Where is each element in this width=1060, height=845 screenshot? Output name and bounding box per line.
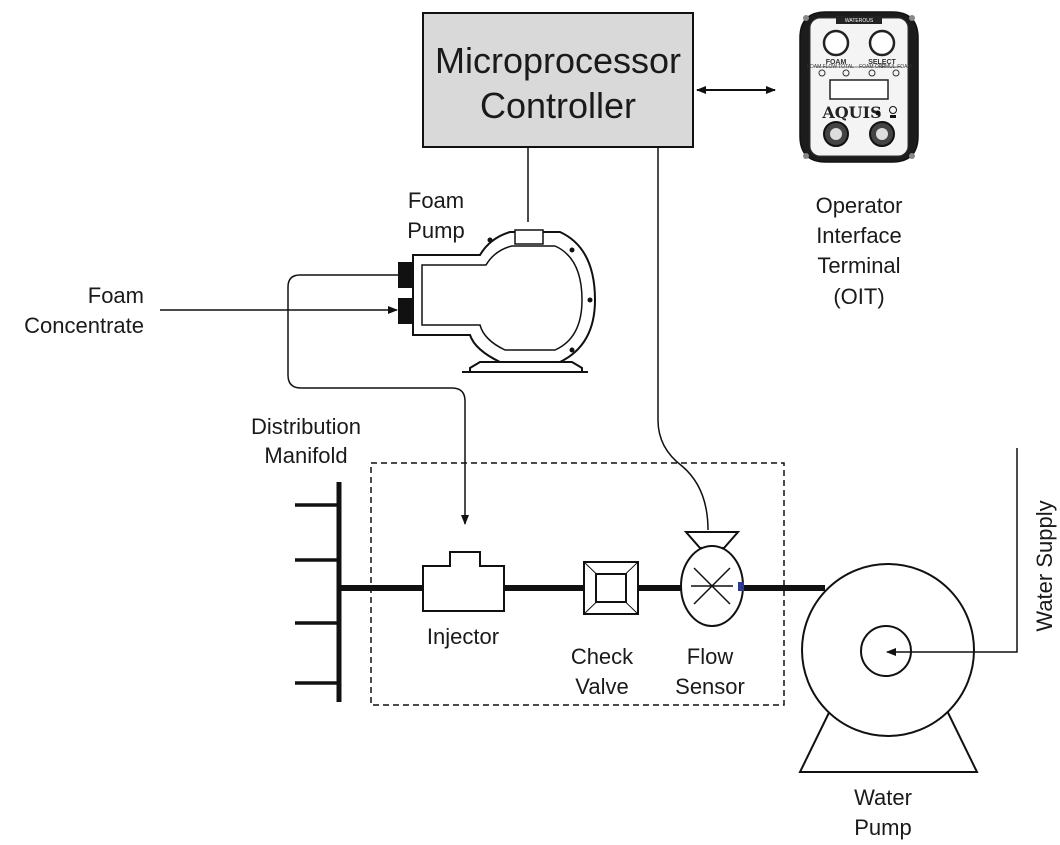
oit-connector-left-inner bbox=[830, 128, 842, 140]
controller-flowsensor-wire bbox=[657, 147, 709, 531]
oit-indicator-label: TOTAL bbox=[838, 64, 854, 70]
operator-interface-terminal: WATEROUS FOAM SELECT FOAM FLOW TOTAL FOA… bbox=[799, 11, 919, 163]
oit-connector-right-inner bbox=[876, 128, 888, 140]
foam-pump-bolt bbox=[587, 297, 593, 303]
foam-pump-bolt bbox=[569, 247, 575, 253]
foam-pump-inlet-port bbox=[398, 262, 413, 288]
oit-corner-screw bbox=[909, 15, 915, 21]
distribution-manifold bbox=[295, 482, 342, 702]
oit-status-led bbox=[875, 110, 881, 116]
oit-indicator bbox=[868, 69, 876, 77]
foam-pump-label-line1: Foam bbox=[408, 188, 464, 213]
oit-foam-button-label: FOAM bbox=[826, 59, 847, 66]
oit-caption-line4: (OIT) bbox=[833, 284, 884, 309]
foam-pump-top-block bbox=[514, 229, 544, 245]
oit-indicator bbox=[842, 69, 850, 77]
check-valve-label-line2: Valve bbox=[575, 674, 628, 699]
foam-pump-bolt bbox=[569, 347, 575, 353]
flow-sensor-connector bbox=[738, 582, 744, 591]
foam-pump-inner bbox=[421, 245, 583, 351]
oit-caption-line3: Terminal bbox=[817, 253, 900, 278]
oit-indicator bbox=[818, 69, 826, 77]
water-supply-label: Water Supply bbox=[1032, 500, 1057, 631]
oit-status-ring bbox=[889, 106, 897, 114]
water-supply-line bbox=[886, 448, 1018, 656]
microprocessor-controller: Microprocessor Controller bbox=[422, 12, 694, 148]
oit-caption-line2: Interface bbox=[816, 223, 902, 248]
controller-label-line1: Microprocessor bbox=[435, 40, 681, 81]
controller-box bbox=[422, 12, 694, 148]
water-pump-eye bbox=[860, 625, 912, 677]
pump-to-injector-line bbox=[287, 274, 469, 525]
check-valve bbox=[583, 561, 639, 615]
oit-indicator bbox=[892, 69, 900, 77]
foam-pump-base bbox=[469, 361, 583, 373]
oit-indicator-label: SIMUL-FOAM bbox=[880, 64, 911, 70]
flow-sensor-label-line2: Sensor bbox=[675, 674, 745, 699]
oit-foam-button bbox=[822, 29, 850, 57]
foam-concentrate-label-line2: Concentrate bbox=[24, 313, 144, 338]
check-valve-label-line1: Check bbox=[571, 644, 634, 669]
oit-select-button bbox=[868, 29, 896, 57]
oit-select-button-label: SELECT bbox=[868, 59, 896, 66]
oit-indicator-label: FOAM OFF bbox=[859, 64, 885, 70]
oit-brand: AQUIS bbox=[821, 103, 881, 122]
foam-pump bbox=[398, 229, 597, 373]
oit-display bbox=[829, 79, 889, 100]
foam-concentrate-label-line1: Foam bbox=[88, 283, 144, 308]
oit-corner-screw bbox=[909, 153, 915, 159]
oit-corner-screw bbox=[803, 153, 809, 159]
injector-body bbox=[422, 551, 505, 612]
water-pump bbox=[798, 563, 979, 773]
foam-pump-outlet-port bbox=[398, 298, 413, 324]
injector bbox=[422, 551, 505, 612]
water-pump-label-line1: Water bbox=[854, 785, 912, 810]
distribution-manifold-label-line2: Manifold bbox=[264, 443, 347, 468]
injector-label: Injector bbox=[427, 624, 499, 649]
oit-indicator-label: FOAM FLOW bbox=[807, 64, 838, 70]
flow-sensor bbox=[680, 531, 744, 627]
check-valve-inner bbox=[595, 573, 627, 603]
flow-sensor-label-line1: Flow bbox=[687, 644, 734, 669]
oit-status-mark bbox=[890, 115, 896, 118]
oit-caption-line1: Operator bbox=[816, 193, 903, 218]
oit-top-strip bbox=[836, 16, 882, 24]
foam-pump-label-line2: Pump bbox=[407, 218, 464, 243]
water-pump-label-line2: Pump bbox=[854, 815, 911, 840]
oit-top-label: WATEROUS bbox=[845, 18, 874, 24]
controller-label-line2: Controller bbox=[480, 85, 636, 126]
distribution-manifold-label-line1: Distribution bbox=[251, 414, 361, 439]
proportioner-module-boundary bbox=[370, 462, 785, 706]
oit-corner-screw bbox=[803, 15, 809, 21]
foam-pump-bolt bbox=[487, 237, 493, 243]
